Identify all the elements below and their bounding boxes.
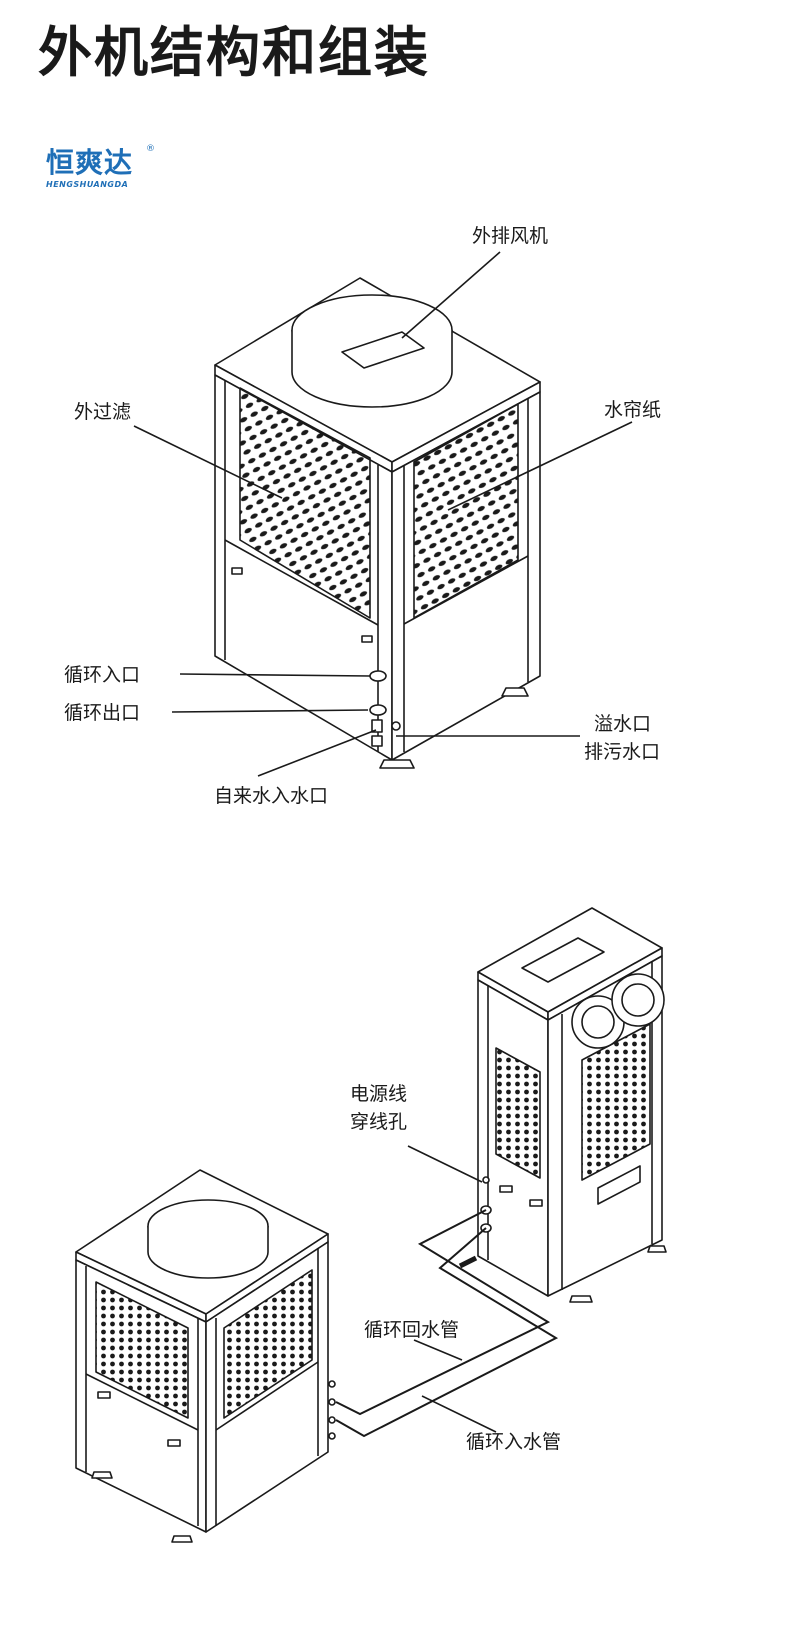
- water-curtain-panel: [413, 403, 519, 619]
- connecting-pipes: [335, 1209, 559, 1438]
- cooler-side-grille: [495, 1047, 541, 1179]
- cooler-front-grille: [581, 1023, 651, 1181]
- diagram2-leader-lines: [407, 1145, 497, 1433]
- page-title: 外机结构和组装: [38, 21, 430, 84]
- circulation-outlet-fitting: [369, 704, 387, 716]
- label-water-curtain: 水帘纸: [604, 399, 662, 421]
- main-outdoor-unit: [214, 277, 541, 769]
- return-water-pipe: [335, 1209, 551, 1416]
- label-cable-hole: 穿线孔: [350, 1111, 408, 1133]
- circulation-inlet-fitting: [369, 670, 387, 682]
- registered-mark: ®: [146, 144, 155, 154]
- brand-logo: 恒爽达 ® HENGSHUANGDA: [46, 144, 156, 194]
- label-tap-water-inlet: 自来水入水口: [214, 785, 329, 807]
- small-unit-right-grille: [223, 1269, 313, 1419]
- label-circulation-inlet: 循环入口: [64, 664, 141, 686]
- label-exhaust-fan: 外排风机: [472, 225, 549, 247]
- logo-text: 恒爽达: [46, 146, 134, 179]
- unit-foot: [379, 759, 415, 769]
- label-supply-pipe: 循环入水管: [466, 1431, 562, 1453]
- logo-subtext: HENGSHUANGDA: [46, 180, 129, 189]
- label-return-pipe: 循环回水管: [364, 1319, 460, 1341]
- label-outer-filter: 外过滤: [74, 401, 132, 423]
- small-unit-left-grille: [95, 1281, 189, 1419]
- cable-entry-hole: [482, 1176, 490, 1184]
- diagram1-leader-lines: [133, 251, 633, 777]
- label-power-cable: 电源线: [350, 1083, 408, 1105]
- cooler-top-plate: [521, 937, 605, 983]
- small-outdoor-unit: [75, 1169, 336, 1543]
- label-drain: 排污水口: [584, 741, 661, 763]
- label-overflow: 溢水口: [594, 713, 652, 735]
- supply-water-pipe: [335, 1227, 559, 1438]
- label-circulation-outlet: 循环出口: [64, 702, 141, 724]
- unit-foot: [501, 687, 529, 697]
- outer-filter-panel: [239, 387, 371, 619]
- indoor-cooler-unit: [477, 907, 667, 1303]
